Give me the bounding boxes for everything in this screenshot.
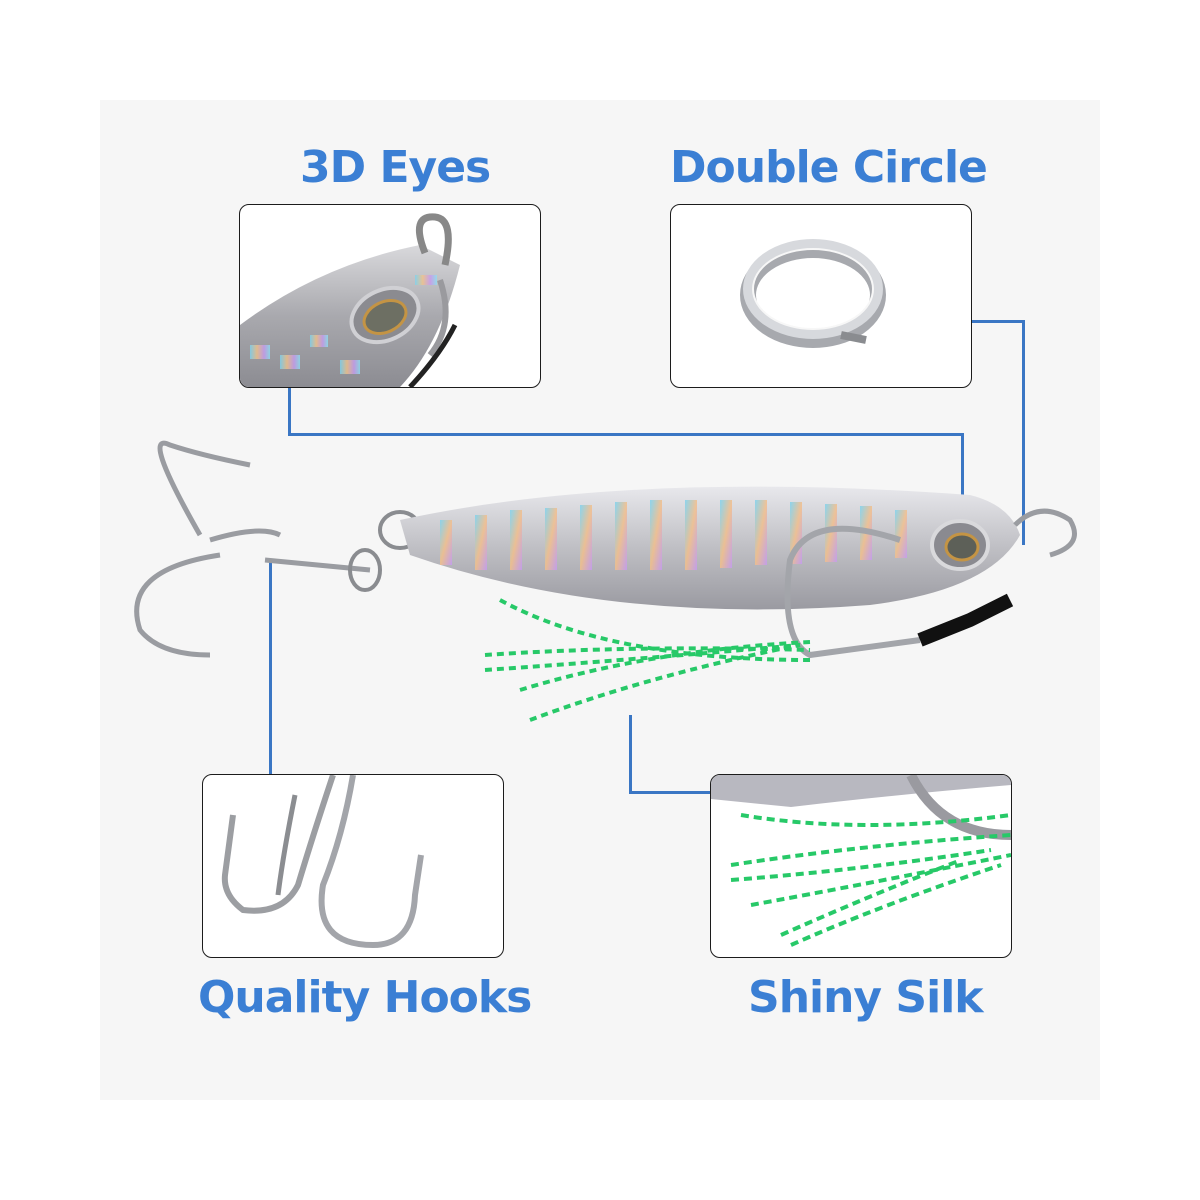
feature-title-3d-eyes: 3D Eyes xyxy=(300,142,491,193)
green-silk-tassel-image xyxy=(711,775,1011,947)
feature-title-quality-hooks: Quality Hooks xyxy=(198,972,532,1023)
lure-eye-closeup-image xyxy=(240,213,460,387)
feature-title-shiny-silk: Shiny Silk xyxy=(748,972,984,1023)
split-ring-image xyxy=(740,239,886,348)
silk-skirt xyxy=(484,598,811,722)
connector-ring xyxy=(970,320,1025,323)
connector-silk xyxy=(629,715,632,793)
treble-hook xyxy=(134,440,371,658)
connector-eyes xyxy=(288,386,291,436)
connector-silk xyxy=(629,791,711,794)
connector-eyes xyxy=(961,433,964,538)
connector-eyes xyxy=(288,433,964,436)
connector-ring xyxy=(1022,320,1025,545)
product-lure-image xyxy=(134,440,1077,722)
feature-image-shiny-silk xyxy=(710,774,1012,958)
treble-hook-closeup-image xyxy=(221,775,424,949)
lure-body xyxy=(400,486,1020,610)
feature-image-quality-hooks xyxy=(202,774,504,958)
feature-title-double-circle: Double Circle xyxy=(670,142,988,193)
feature-image-double-circle xyxy=(670,204,972,388)
connector-hooks xyxy=(269,560,272,775)
feature-image-3d-eyes xyxy=(239,204,541,388)
